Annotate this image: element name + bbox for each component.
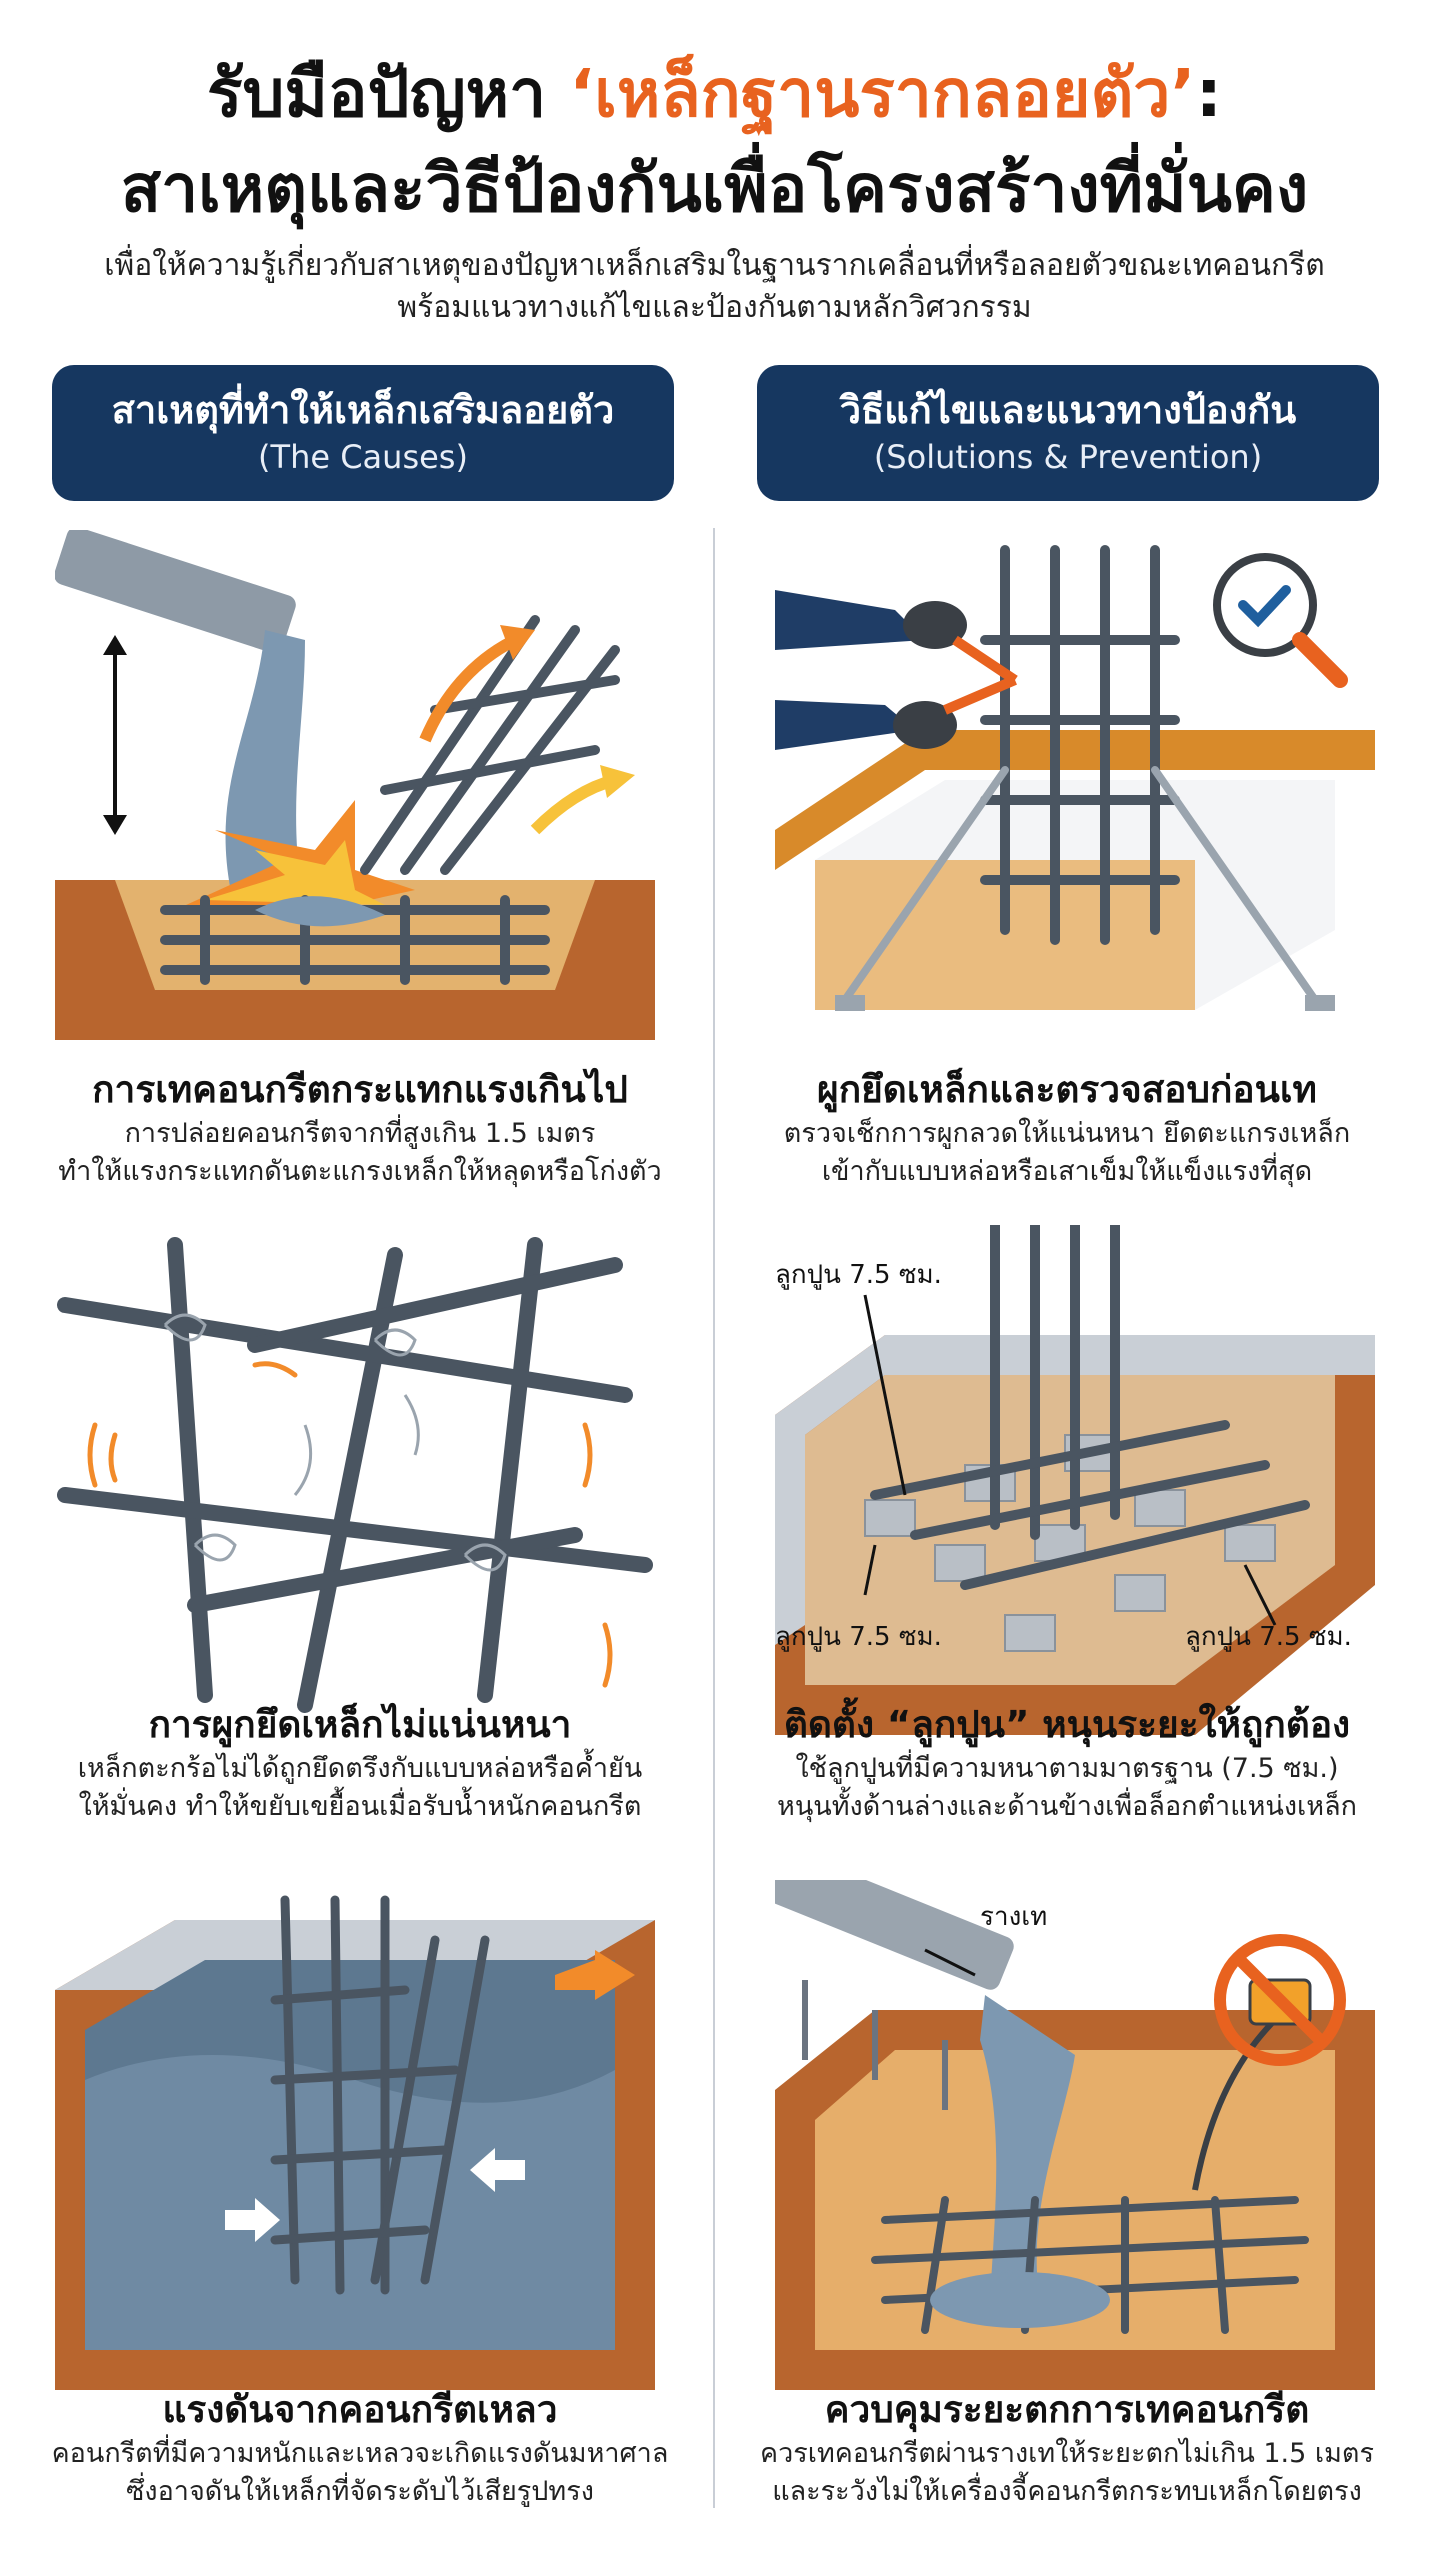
solution-chute-desc-line2: และระวังไม่ให้เครื่องจี้คอนกรีตกระทบเหล็… [772, 2476, 1362, 2507]
cause-impact-caption: การเทคอนกรีตกระแทกแรงเกินไป การปล่อยคอนก… [30, 1065, 690, 1191]
solution-spacer-title: ติดตั้ง “ลูกปูน” หนุนระยะให้ถูกต้อง [783, 1703, 1351, 1746]
solution-spacer-desc-line2: หนุนทั้งด้านล่างและด้านข้างเพื่อล็อกตำแห… [777, 1791, 1357, 1822]
intro-text: เพื่อให้ความรู้เกี่ยวกับสาเหตุของปัญหาเห… [40, 245, 1389, 329]
cause-loose-ties-desc-line1: เหล็กตะกร้อไม่ได้ถูกยึดตรึงกับแบบหล่อหรื… [77, 1753, 643, 1784]
page-title-line1: รับมือปัญหา ‘เหล็กฐานรากลอยตัว’: [0, 50, 1429, 138]
solution-chute-title: ควบคุมระยะตกการเทคอนกรีต [824, 2388, 1310, 2431]
spacer-label-top: ลูกปูน 7.5 ซม. [775, 1260, 942, 1290]
spacer-label-bottom-right: ลูกปูน 7.5 ซม. [1185, 1622, 1352, 1652]
solution-chute-desc-line1: ควรเทคอนกรีตผ่านรางเทให้ระยะตกไม่เกิน 1.… [760, 2438, 1374, 2469]
solutions-heading-en: (Solutions & Prevention) [873, 438, 1263, 476]
cause-impact-illustration [55, 530, 655, 1040]
cause-pressure-title: แรงดันจากคอนกรีตเหลว [162, 2388, 558, 2431]
cause-loose-ties-title: การผูกยึดเหล็กไม่แน่นหนา [148, 1703, 572, 1746]
cause-pressure-illustration [55, 1880, 655, 2390]
solutions-heading-th: วิธีแก้ไขและแนวทางป้องกัน [839, 388, 1297, 432]
causes-heading-en: (The Causes) [258, 438, 468, 476]
intro-line2: พร้อมแนวทางแก้ไขและป้องกันตามหลักวิศวกรร… [397, 290, 1032, 325]
causes-heading-th: สาเหตุที่ทำให้เหล็กเสริมลอยตัว [111, 388, 615, 432]
cause-pressure-caption: แรงดันจากคอนกรีตเหลว คอนกรีตที่มีความหนั… [30, 2385, 690, 2511]
cause-impact-title: การเทคอนกรีตกระแทกแรงเกินไป [92, 1068, 628, 1111]
solution-chute-caption: ควบคุมระยะตกการเทคอนกรีต ควรเทคอนกรีตผ่า… [737, 2385, 1397, 2511]
cause-pressure-desc-line1: คอนกรีตที่มีความหนักและเหลวจะเกิดแรงดันม… [51, 2438, 669, 2469]
column-divider [713, 528, 715, 2508]
intro-line1: เพื่อให้ความรู้เกี่ยวกับสาเหตุของปัญหาเห… [104, 248, 1325, 283]
cause-impact-desc-line2: ทำให้แรงกระแทกดันตะแกรงเหล็กให้หลุดหรือโ… [58, 1156, 662, 1187]
solution-tie-illustration [775, 530, 1375, 1040]
solution-spacer-caption: ติดตั้ง “ลูกปูน” หนุนระยะให้ถูกต้อง ใช้ล… [737, 1700, 1397, 1826]
cause-loose-ties-desc-line2: ให้มั่นคง ทำให้ขยับเขยื้อนเมื่อรับน้ำหนั… [78, 1791, 642, 1822]
cause-loose-ties-caption: การผูกยึดเหล็กไม่แน่นหนา เหล็กตะกร้อไม่ไ… [30, 1700, 690, 1826]
solution-tie-caption: ผูกยึดเหล็กและตรวจสอบก่อนเท ตรวจเช็กการผ… [737, 1065, 1397, 1191]
cause-impact-desc-line1: การปล่อยคอนกรีตจากที่สูงเกิน 1.5 เมตร [124, 1118, 596, 1149]
page-title-line2: สาเหตุและวิธีป้องกันเพื่อโครงสร้างที่มั่… [120, 150, 1309, 227]
chute-label: รางเท [980, 1902, 1047, 1932]
solution-tie-desc-line1: ตรวจเช็กการผูกลวดให้แน่นหนา ยึดตะแกรงเหล… [783, 1118, 1351, 1149]
solution-tie-desc-line2: เข้ากับแบบหล่อหรือเสาเข็มให้แข็งแรงที่สุ… [821, 1156, 1313, 1187]
solution-spacer-desc-line1: ใช้ลูกปูนที่มีความหนาตามมาตรฐาน (7.5 ซม.… [795, 1753, 1339, 1784]
solution-chute-illustration: รางเท [775, 1880, 1375, 2390]
title-part1: รับมือปัญหา [207, 55, 570, 132]
title-accent: ‘เหล็กฐานรากลอยตัว’ [569, 55, 1196, 132]
causes-heading: สาเหตุที่ทำให้เหล็กเสริมลอยตัว (The Caus… [52, 365, 674, 501]
solution-spacer-illustration: ลูกปูน 7.5 ซม. ลูกปูน 7.5 ซม. ลูกปูน 7.5… [775, 1225, 1375, 1735]
cause-loose-ties-illustration [55, 1225, 655, 1735]
spacer-label-bottom-left: ลูกปูน 7.5 ซม. [775, 1622, 942, 1652]
solution-tie-title: ผูกยึดเหล็กและตรวจสอบก่อนเท [817, 1068, 1317, 1111]
cause-pressure-desc-line2: ซึ่งอาจดันให้เหล็กที่จัดระดับไว้เสียรูปท… [126, 2476, 594, 2507]
title-part2: : [1195, 55, 1222, 132]
solutions-heading: วิธีแก้ไขและแนวทางป้องกัน (Solutions & P… [757, 365, 1379, 501]
